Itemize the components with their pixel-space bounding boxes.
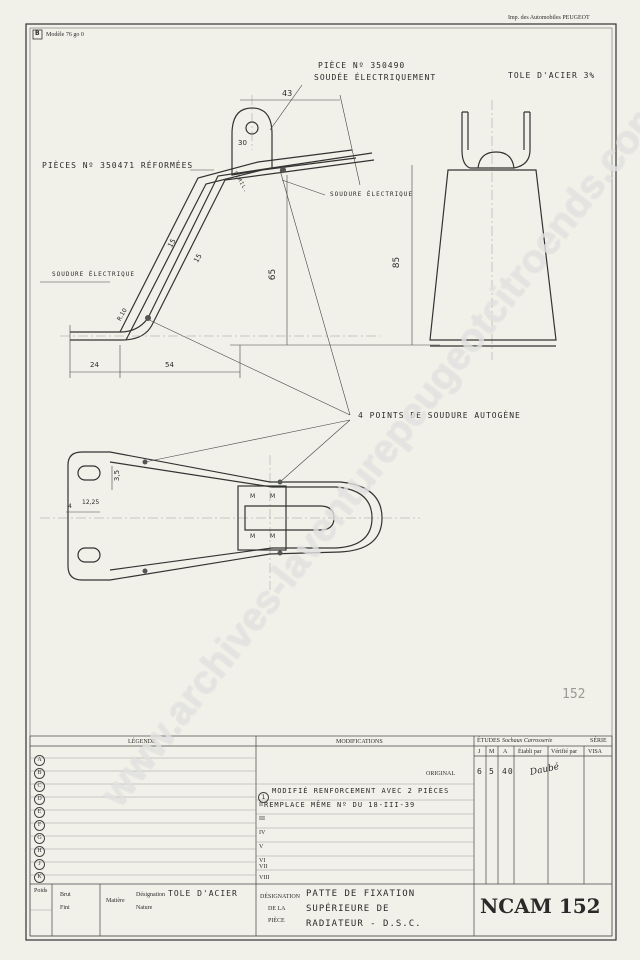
legend-letter: B: [34, 768, 45, 779]
modification-line-1: MODIFIÉ RENFORCEMENT AVEC 2 PIÈCES: [272, 787, 450, 795]
legend-row: C: [34, 781, 47, 792]
col-m: M: [489, 749, 495, 755]
nature-label: Nature: [136, 905, 153, 911]
mark-2: M: [270, 493, 276, 500]
dim-43: 43: [282, 89, 293, 98]
modification-number: 1: [258, 786, 271, 803]
designation-piece-label-3: PIÈCE: [268, 918, 285, 924]
etudes-value: Sochaux Carrosserie: [502, 738, 553, 744]
modification-line-2: REMPLACE MÊME Nº DU 18-III-39: [264, 801, 416, 809]
dim-30: 30: [238, 139, 247, 147]
legend-row: K: [34, 872, 47, 883]
piece-name-line-1: PATTE DE FIXATION: [306, 889, 416, 899]
legend-row: G: [34, 833, 47, 844]
legend-row: F: [34, 820, 47, 831]
piece-number-note: PIÈCE Nº 350490: [318, 61, 406, 70]
dim-4: 4: [68, 503, 72, 510]
dim-3-5: 3,5: [113, 469, 122, 482]
legend-row: H: [34, 846, 47, 857]
legend-letter: A: [34, 755, 45, 766]
sheet-badge: B: [35, 30, 40, 37]
legend-header: LÉGENDE: [128, 739, 156, 745]
mark-4: M: [270, 533, 276, 540]
legend-row: D: [34, 794, 47, 805]
piece-name-line-2: SUPÉRIEURE DE: [306, 904, 390, 914]
legend-letter: C: [34, 781, 45, 792]
roman-VI: VI: [259, 858, 266, 864]
modification-number-badge: 1: [258, 792, 269, 803]
roman-VII: VII: [259, 864, 268, 870]
dim-12-25: 12,25: [82, 499, 100, 506]
plan-view: [67, 451, 383, 581]
designation-piece-label-1: DÉSIGNATION: [260, 894, 300, 900]
matiere-label: Matière: [106, 898, 125, 904]
roman-V: V: [259, 844, 264, 850]
legend-letter: H: [34, 846, 45, 857]
serie-label: SÉRIE: [590, 738, 607, 744]
side-view: [70, 107, 375, 341]
brut-label: Brut: [60, 892, 71, 898]
dim-54: 54: [165, 361, 174, 369]
material-designation: TOLE D'ACIER: [168, 889, 238, 898]
fini-label: Fini: [60, 905, 70, 911]
pencil-number: 152: [562, 687, 586, 702]
piece-name-line-3: RADIATEUR - D.S.C.: [306, 919, 422, 929]
date-year: 40: [502, 767, 514, 776]
legend-letter: D: [34, 794, 45, 805]
steel-sheet-note: TOLE D'ACIER 3%: [508, 71, 596, 80]
roman-II: II: [259, 802, 263, 808]
model-ref: Modèle 76 go 0: [46, 32, 84, 38]
roman-VIII: VIII: [259, 875, 270, 881]
weld-note-2: SOUDURE ÉLECTRIQUE: [52, 271, 136, 278]
weld-note-1: SOUDURE ÉLECTRIQUE: [330, 191, 414, 198]
dim-24: 24: [90, 361, 99, 369]
col-j: J: [478, 749, 481, 755]
mark-1: M: [250, 493, 256, 500]
modifications-header: MODIFICATIONS: [336, 739, 383, 745]
weld-points-note: 4 POINTS DE SOUDURE AUTOGÈNE: [358, 411, 521, 420]
legend-letter: K: [34, 872, 45, 883]
col-a: A: [503, 749, 508, 755]
col-verifie: Vérifié par: [551, 749, 578, 755]
legend-letter: E: [34, 807, 45, 818]
original-label: ORIGINAL: [426, 771, 455, 777]
etudes-label: ÉTUDES: [477, 738, 500, 744]
dim-65: 65: [268, 268, 279, 281]
reformed-pieces-note: PIÈCES Nº 350471 RÉFORMÉES: [42, 161, 194, 170]
col-visa: VISA: [588, 749, 603, 755]
welded-note: SOUDÉE ÉLECTRIQUEMENT: [314, 73, 437, 82]
legend-letter: G: [34, 833, 45, 844]
drawing-number: NCAM 152: [480, 894, 601, 918]
date-month: 5: [489, 767, 495, 776]
printer-credit: Imp. des Automobiles PEUGEOT: [508, 15, 590, 21]
legend-row: E: [34, 807, 47, 818]
legend-letter: J: [34, 859, 45, 870]
designation-piece-label-2: DE LA: [268, 906, 286, 912]
poids-label: Poids: [34, 888, 48, 894]
col-etabli: Établi par: [518, 749, 542, 755]
roman-IV: IV: [259, 830, 266, 836]
date-day: 6: [477, 767, 483, 776]
mark-3: M: [250, 533, 256, 540]
legend-letter: F: [34, 820, 45, 831]
front-view: [429, 111, 557, 347]
legend-row: B: [34, 768, 47, 779]
legend-row: A: [34, 755, 47, 766]
legend-row: J: [34, 859, 47, 870]
roman-III: III: [259, 816, 265, 822]
dim-85: 85: [392, 256, 403, 269]
side-view-lines: [40, 84, 440, 416]
designation-label: Désignation: [136, 892, 165, 898]
